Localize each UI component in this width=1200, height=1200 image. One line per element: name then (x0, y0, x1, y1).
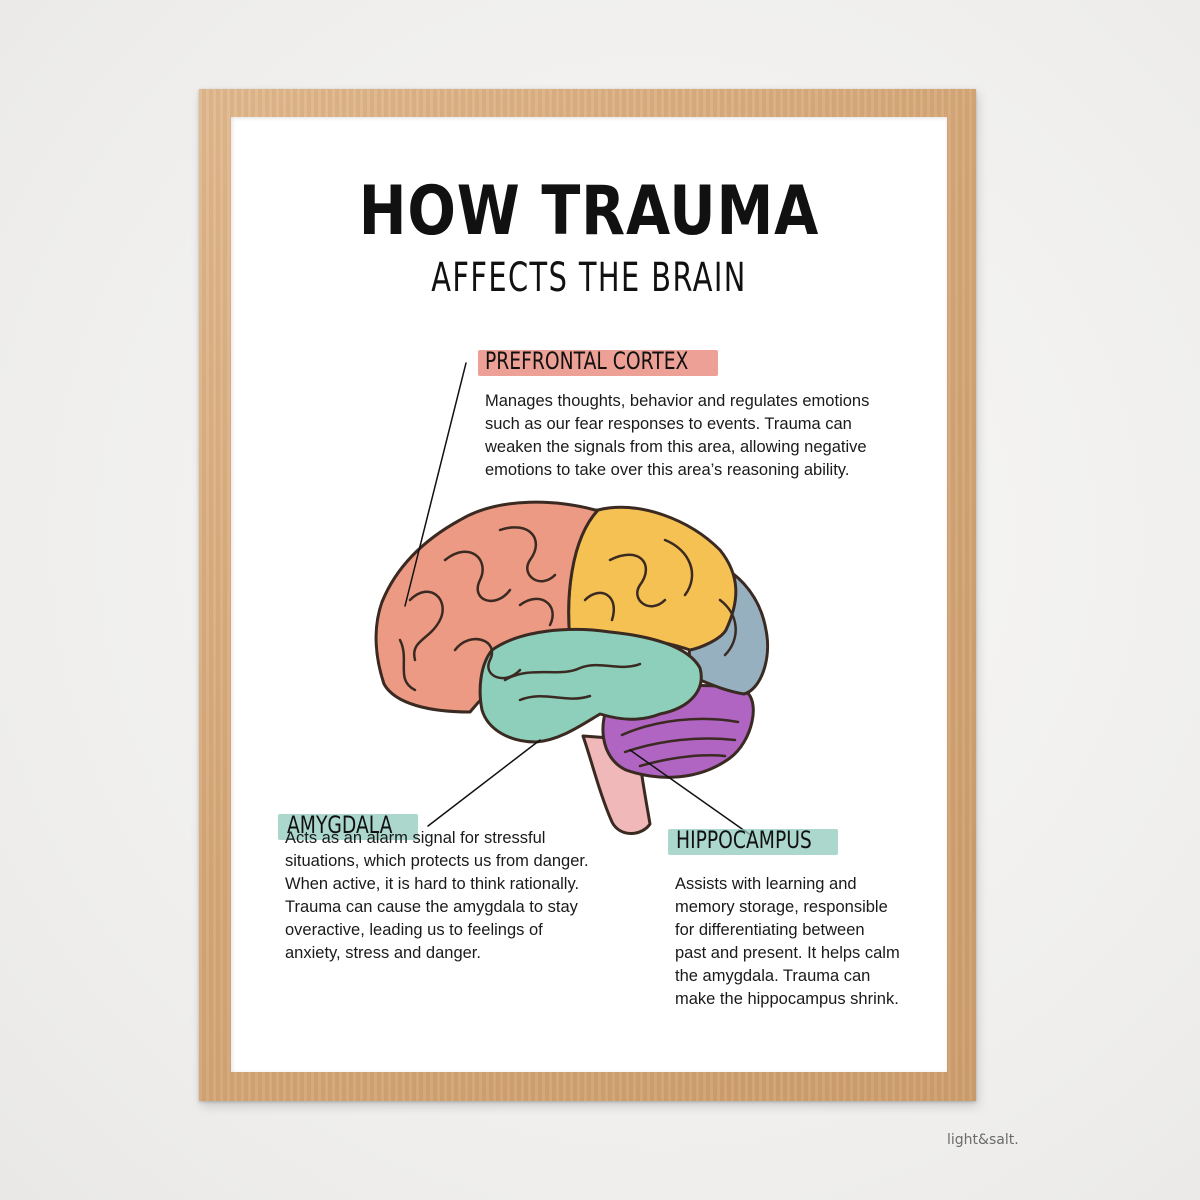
pointer-amygdala (427, 739, 541, 827)
hippocampus-line: past and present. It helps calm (675, 944, 900, 962)
hippocampus-label-highlight (668, 829, 838, 855)
prefrontal-description: Manages thoughts, behavior and regulates… (485, 390, 869, 482)
prefrontal-line: emotions to take over this area’s reason… (485, 461, 850, 479)
hippocampus-line: for differentiating between (675, 921, 865, 939)
amygdala-line: overactive, leading us to feelings of (285, 921, 543, 939)
pointer-prefrontal (404, 362, 467, 607)
brand-watermark: light&salt. (947, 1132, 1019, 1148)
hippocampus-line: make the hippocampus shrink. (675, 990, 899, 1008)
prefrontal-line: weaken the signals from this area, allow… (485, 438, 867, 456)
amygdala-line: anxiety, stress and danger. (285, 944, 481, 962)
poster-subtitle: AFFECTS THE BRAIN (431, 255, 747, 301)
amygdala-line: When active, it is hard to think rationa… (285, 875, 580, 893)
poster-title: HOW TRAUMA (358, 172, 820, 251)
amygdala-label-highlight (278, 814, 418, 840)
hippocampus-line: the amygdala. Trauma can (675, 967, 871, 985)
hippocampus-line: Assists with learning and (675, 875, 857, 893)
prefrontal-line: Manages thoughts, behavior and regulates… (485, 392, 870, 410)
amygdala-label: AMYGDALA (287, 811, 393, 839)
amygdala-line: Trauma can cause the amygdala to stay (285, 898, 578, 916)
prefrontal-label: PREFRONTAL CORTEX (485, 347, 689, 375)
amygdala-line: Acts as an alarm signal for stressful (285, 829, 546, 847)
amygdala-line: situations, which protects us from dange… (285, 852, 589, 870)
amygdala-description: Acts as an alarm signal for stressful si… (285, 827, 589, 965)
hippocampus-label: HIPPOCAMPUS (676, 826, 812, 854)
prefrontal-label-highlight (478, 350, 718, 376)
hippocampus-line: memory storage, responsible (675, 898, 888, 916)
prefrontal-line: such as our fear responses to events. Tr… (485, 415, 852, 433)
parietal-lobe (567, 505, 738, 652)
pointer-hippocampus (629, 749, 753, 837)
temporal-lobe (478, 627, 703, 744)
hippocampus-description: Assists with learning and memory storage… (675, 873, 900, 1011)
